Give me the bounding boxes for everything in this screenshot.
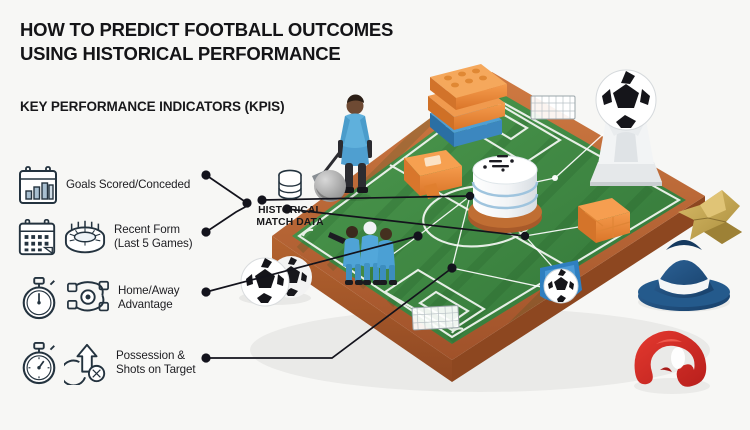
gold-star-object: [678, 190, 742, 244]
kpi-item-goals[interactable]: Goals Scored/Conceded: [16, 163, 190, 207]
kpi-item-possession[interactable]: Possession & Shots on Target: [18, 341, 196, 385]
kpi-label: Home/Away Advantage: [118, 284, 180, 311]
kpi-icons: [18, 276, 112, 320]
grey-sphere: [314, 170, 346, 202]
kpi-icons: [16, 163, 60, 207]
red-abstract-shape: [634, 330, 710, 394]
kpi-icons: [18, 341, 110, 385]
goal-net-top: [530, 95, 576, 120]
stopwatch-icon: [22, 342, 56, 385]
kpi-item-recent-form[interactable]: Recent Form (Last 5 Games): [16, 216, 193, 258]
soccer-ball-shield: [540, 260, 582, 304]
hub-label: HISTORICAL MATCH DATA: [256, 205, 324, 229]
orange-block-stack: [428, 64, 507, 130]
kpi-item-home-away[interactable]: Home/Away Advantage: [18, 276, 179, 320]
calendar-icon: [18, 218, 56, 256]
page-title: HOW TO PREDICT FOOTBALL OUTCOMES USING H…: [20, 19, 394, 65]
database-cylinder: [468, 155, 542, 233]
database-icon: [278, 169, 302, 200]
orange-cubes: [578, 198, 631, 243]
kpi-label: Possession & Shots on Target: [116, 349, 196, 376]
trophy-ball-pedestal: [590, 69, 662, 186]
kpi-icons: [16, 216, 108, 258]
soccer-ball-pair: [239, 256, 312, 307]
kpi-label: Goals Scored/Conceded: [66, 178, 191, 192]
historical-match-data-node: HISTORICAL MATCH DATA: [236, 168, 344, 230]
stopwatch-icon: [22, 277, 56, 320]
goal-net-bottom: [411, 305, 460, 331]
kpi-label: Recent Form (Last 5 Games): [114, 223, 193, 250]
stadium-icon: [64, 220, 106, 254]
bar-chart-calendar-icon: [19, 166, 57, 204]
section-subtitle: KEY PERFORMANCE INDICATORS (KPIs): [20, 99, 285, 114]
tactics-board-icon: [67, 280, 109, 312]
arrow-up-target-icon: [64, 343, 106, 385]
orange-machine: [404, 150, 462, 199]
blue-fedora-hat: [638, 240, 730, 312]
player-figure: [312, 94, 372, 201]
